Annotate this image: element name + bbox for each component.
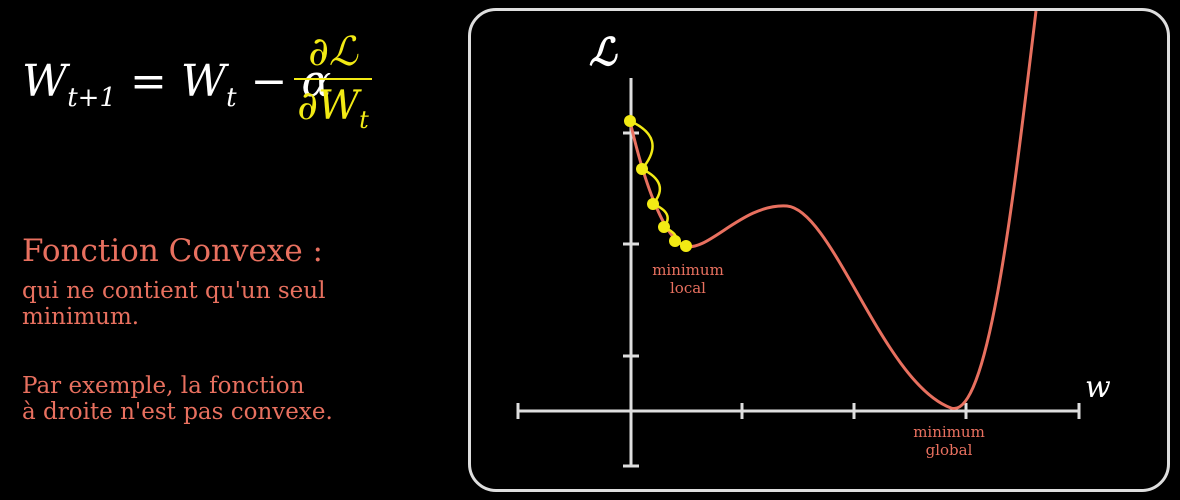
convex-function-title: Fonction Convexe :	[22, 233, 323, 269]
minus-sign: −	[250, 56, 288, 107]
global-minimum-label-line-2: global	[926, 441, 973, 459]
descent-point	[658, 221, 670, 233]
weight-var-current: W	[180, 56, 227, 107]
weight-var-next: W	[22, 56, 68, 107]
descent-point	[636, 163, 648, 175]
example-line-2: à droite n'est pas convexe.	[22, 399, 333, 425]
x-axis-label: w	[1085, 370, 1111, 405]
definition-line-2: minimum.	[22, 304, 140, 330]
y-axis-label: ℒ	[589, 29, 618, 74]
fraction-denominator: ∂Wt	[294, 82, 372, 134]
local-minimum-label-line-1: minimum	[652, 261, 724, 279]
denominator-sub: t	[359, 106, 369, 134]
denominator-var: ∂W	[297, 83, 360, 129]
learning-rate-symbol: α	[301, 56, 332, 107]
gradient-fraction: ∂ℒ ∂Wt	[294, 28, 372, 134]
descent-point	[669, 235, 681, 247]
fraction-bar	[294, 78, 372, 80]
descent-step-arc	[629, 119, 654, 170]
loss-curve	[628, 11, 1038, 410]
descent-point	[647, 198, 659, 210]
descent-point	[624, 115, 636, 127]
convex-definition: qui ne contient qu'un seul minimum.	[22, 278, 402, 330]
example-text: Par exemple, la fonction à droite n'est …	[22, 373, 422, 425]
descent-point	[680, 240, 692, 252]
weight-sub-next: t+1	[67, 82, 117, 113]
local-minimum-label-line-2: local	[670, 279, 706, 297]
definition-line-1: qui ne contient qu'un seul	[22, 278, 326, 304]
update-rule-formula: Wt+1 = Wt − α ∂ℒ ∂Wt	[22, 28, 402, 138]
loss-graph-panel: ℒ w minimum local minimum global	[468, 8, 1170, 492]
formula-lhs: Wt+1 = Wt − α	[22, 56, 331, 113]
weight-sub-current: t	[226, 82, 237, 113]
equals-sign: =	[130, 56, 167, 107]
global-minimum-label-line-1: minimum	[913, 423, 985, 441]
loss-graph: ℒ w minimum local minimum global	[516, 11, 1111, 468]
example-line-1: Par exemple, la fonction	[22, 373, 305, 399]
fraction-numerator: ∂ℒ	[308, 29, 358, 75]
